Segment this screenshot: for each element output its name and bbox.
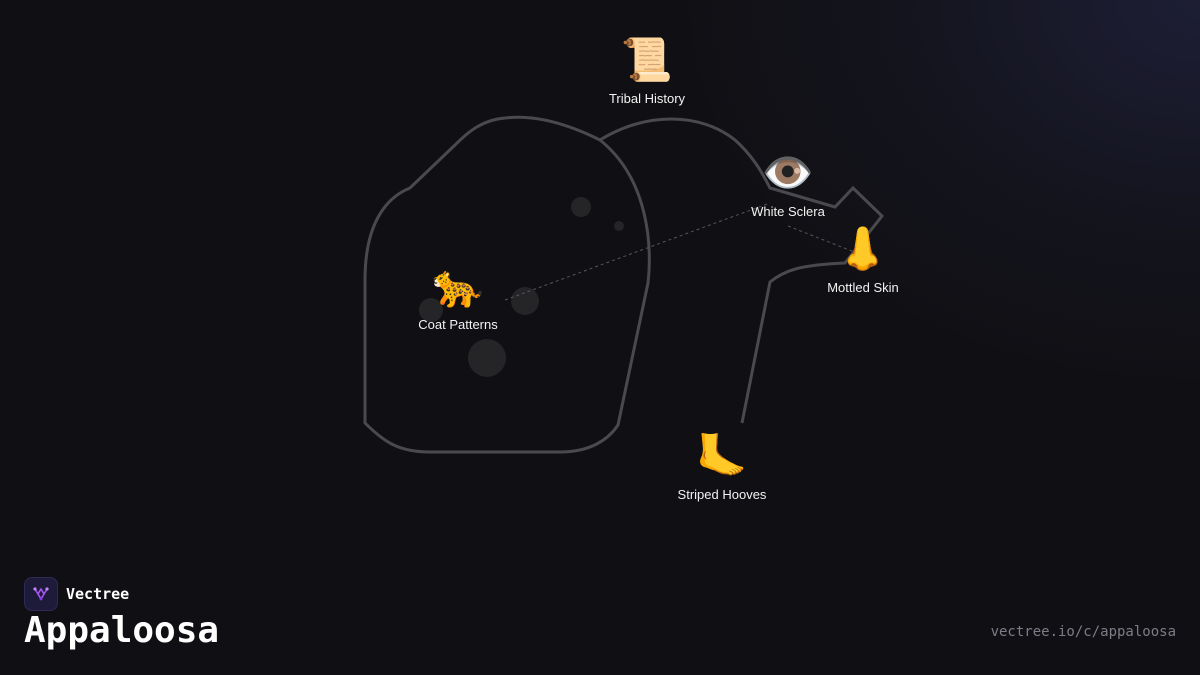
- coat-spot: [511, 287, 539, 315]
- leopard-icon: 🐆: [431, 261, 485, 310]
- page-url[interactable]: vectree.io/c/appaloosa: [990, 624, 1176, 640]
- foot-icon: 🦶: [695, 431, 749, 480]
- node-coat-patterns[interactable]: 🐆 Coat Patterns: [418, 261, 498, 332]
- coat-spot: [571, 197, 591, 217]
- brand-name: Vectree: [66, 585, 130, 603]
- vectree-logo-icon: [24, 577, 58, 611]
- nose-icon: 👃: [836, 224, 890, 273]
- brand[interactable]: Vectree: [24, 577, 129, 611]
- node-label: Mottled Skin: [827, 280, 899, 295]
- scroll-icon: 📜: [620, 35, 674, 84]
- node-white-sclera[interactable]: 👁️ White Sclera: [751, 148, 825, 219]
- coat-spot: [614, 221, 624, 231]
- connector-sclera-to-skin: [787, 225, 863, 256]
- page-title: Appaloosa: [24, 610, 220, 651]
- coat-spot: [468, 339, 506, 377]
- node-label: Tribal History: [608, 91, 686, 106]
- node-tribal-history[interactable]: 📜 Tribal History: [609, 35, 685, 106]
- coat-spot: [419, 298, 443, 322]
- node-label: White Sclera: [751, 204, 825, 219]
- eye-icon: 👁️: [761, 148, 815, 197]
- node-mottled-skin[interactable]: 👃 Mottled Skin: [827, 224, 899, 295]
- horse-head-neck-outline: [599, 117, 885, 424]
- connector-coat-to-sclera: [504, 202, 771, 301]
- node-striped-hooves[interactable]: 🦶 Striped Hooves: [678, 431, 767, 502]
- horse-body-outline: [363, 115, 651, 454]
- node-label: Striped Hooves: [677, 487, 767, 502]
- node-label: Coat Patterns: [418, 317, 498, 332]
